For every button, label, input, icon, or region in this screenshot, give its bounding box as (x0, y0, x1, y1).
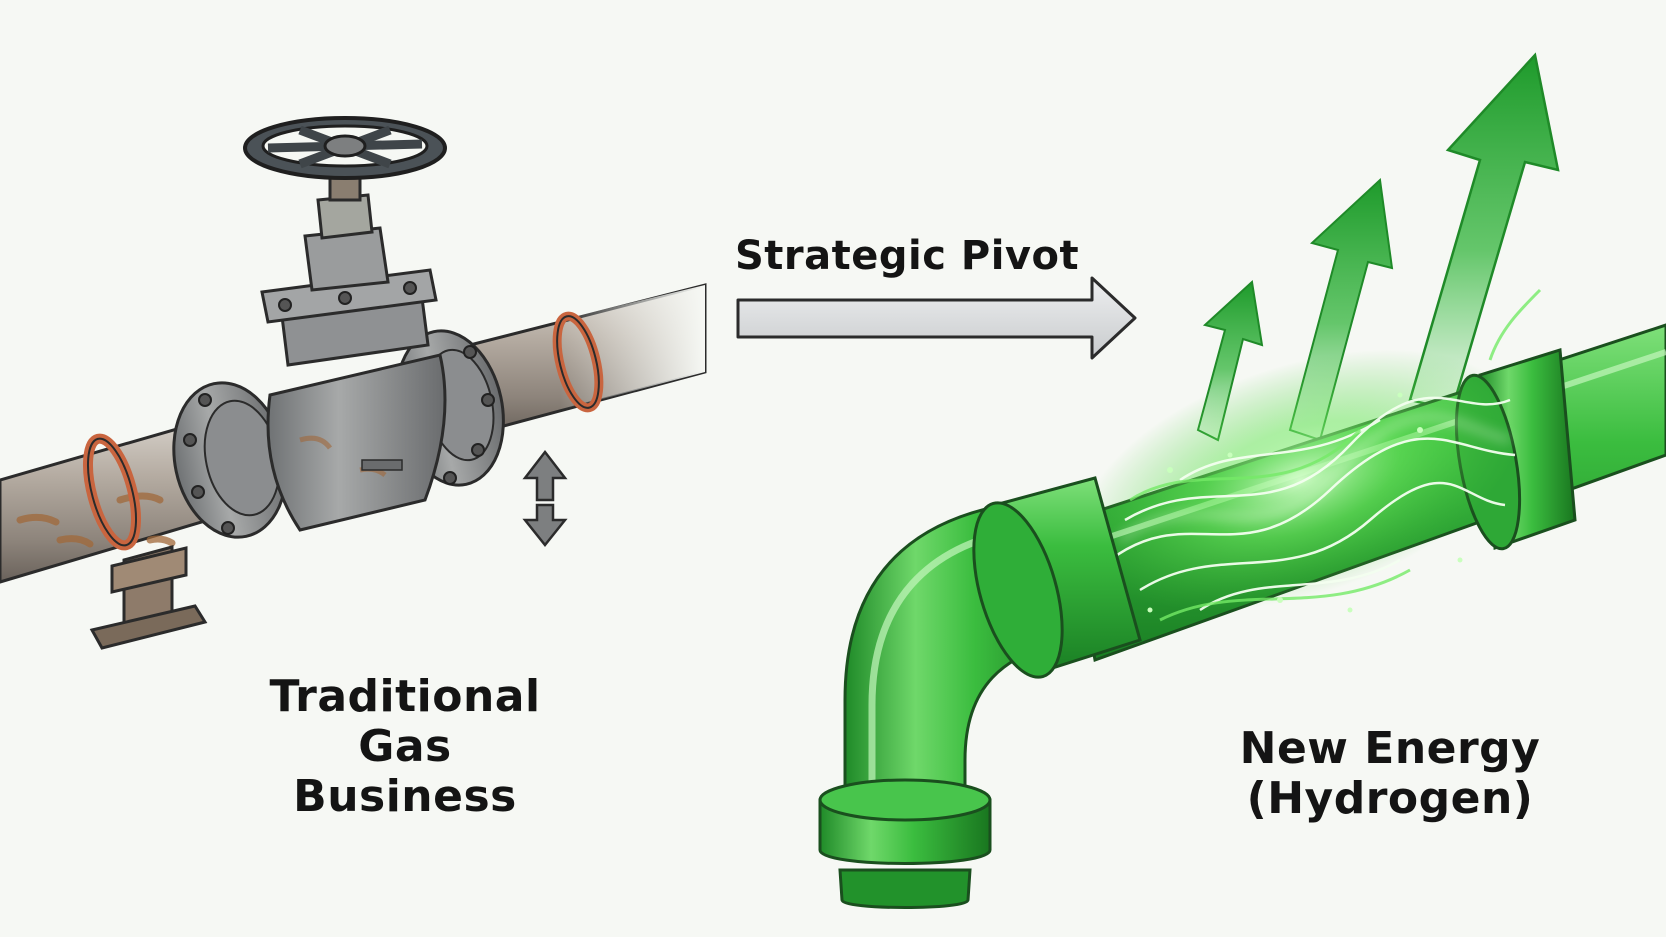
hydrogen-pipeline (818, 52, 1666, 909)
up-down-arrow-icon (522, 449, 568, 548)
valve-left-flange (172, 381, 288, 539)
left-label-line-3: Business (293, 771, 517, 822)
left-label-line-2: Gas (358, 721, 452, 772)
right-label-line-1: New Energy (1239, 723, 1541, 774)
pipe-support-stand (89, 545, 208, 650)
left-label-line-1: Traditional (269, 671, 541, 722)
lightning-flow-icon (1078, 288, 1542, 622)
strategic-pivot-label: Strategic Pivot (735, 233, 1080, 279)
new-energy-hydrogen-label: New Energy (Hydrogen) (1195, 724, 1585, 824)
traditional-gas-business-label: Traditional Gas Business (230, 672, 580, 822)
old-pipe-right-segment (468, 283, 707, 437)
old-gas-pipeline (0, 116, 707, 650)
new-pipe-elbow (818, 476, 1142, 909)
gate-valve-icon (260, 158, 447, 532)
right-arrow-icon (736, 276, 1137, 360)
handwheel-icon (243, 116, 447, 180)
right-label-line-2: (Hydrogen) (1246, 773, 1534, 824)
